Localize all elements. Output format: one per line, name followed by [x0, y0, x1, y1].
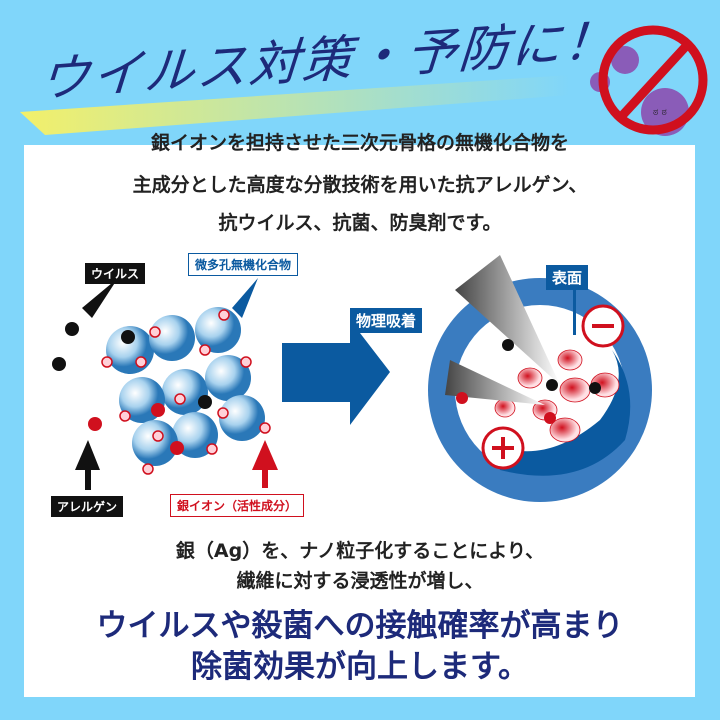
virus-label-arrow — [82, 278, 118, 318]
adsorption-beam-2 — [445, 360, 545, 405]
no-virus-icon: ಠ ಠ — [590, 25, 708, 136]
intro-line-1: 銀イオンを担持させた三次元骨格の無機化合物を — [150, 132, 569, 154]
allergen-particles — [88, 403, 184, 455]
outro-line-2: 繊維に対する浸透性が増し、 — [236, 570, 484, 592]
process-arrow-icon — [282, 320, 390, 425]
prohibition-circle — [598, 25, 708, 135]
intro-line-3: 抗ウイルス、抗菌、防臭剤です。 — [218, 212, 502, 234]
yellow-swoosh — [20, 75, 570, 135]
headline-line-1: ウイルスや殺菌への接触確率が高まり — [96, 608, 624, 644]
fiber-surface — [485, 350, 631, 476]
outro-line-1: 銀（Ag）を、ナノ粒子化することにより、 — [175, 540, 545, 562]
allergen-label: アレルゲン — [51, 496, 124, 517]
headline-line-2: 除菌効果が向上します。 — [191, 649, 529, 685]
prohibition-slash — [616, 40, 692, 122]
adsorption-beam — [455, 255, 560, 385]
compound-label-arrow — [232, 278, 258, 318]
adsorption-label: 物理吸着 — [350, 308, 423, 333]
surface-label: 表面 — [546, 265, 589, 290]
silver-ion-dots — [101, 309, 271, 475]
surface-pointer — [573, 290, 576, 335]
allergen-label-arrow — [75, 440, 100, 470]
virus-particles — [52, 322, 212, 409]
compound-label: 微多孔無機化合物 — [188, 253, 299, 276]
silver-ion-label: 銀イオン（活性成分） — [170, 494, 305, 517]
silver-ion-label-arrow — [252, 440, 278, 470]
title-banner — [20, 75, 570, 135]
svg-text:ಠ ಠ: ಠ ಠ — [653, 107, 667, 118]
intro-line-2: 主成分とした高度な分散技術を用いた抗アレルゲン、 — [132, 174, 588, 196]
virus-label: ウイルス — [85, 263, 146, 284]
